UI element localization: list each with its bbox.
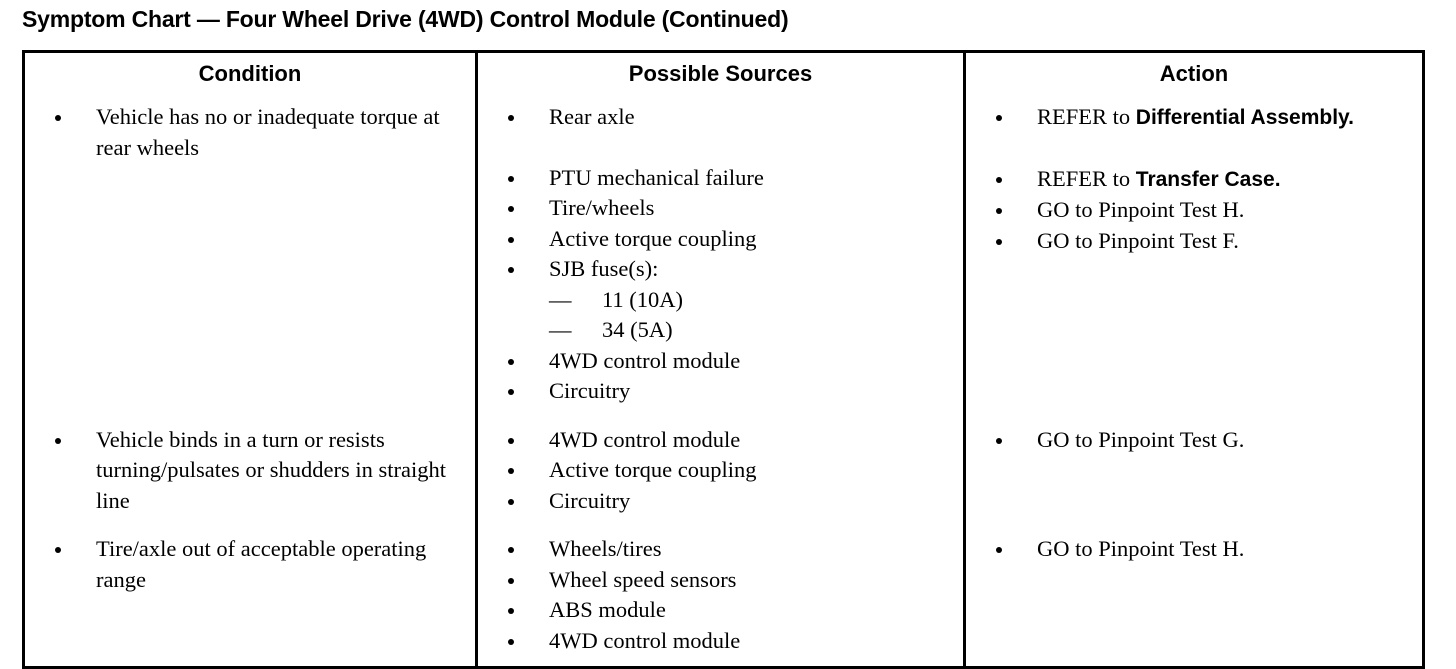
table-header: Condition Possible Sources Action xyxy=(24,51,1424,94)
cell-action: REFER to Differential Assembly.REFER to … xyxy=(963,94,1424,417)
action-item: GO to Pinpoint Test F. xyxy=(980,226,1412,257)
condition-list: Vehicle binds in a turn or resists turni… xyxy=(39,425,465,517)
symptom-chart-table: Condition Possible Sources Action Vehicl… xyxy=(22,50,1425,669)
cell-action: GO to Pinpoint Test G. xyxy=(963,416,1424,526)
fuse-subitem: 11 (10A) xyxy=(549,285,953,316)
fuse-subitem-list: 11 (10A)34 (5A) xyxy=(549,285,953,346)
source-item: Circuitry xyxy=(492,486,953,517)
condition-item: Vehicle binds in a turn or resists turni… xyxy=(39,425,465,517)
table-row: Vehicle has no or inadequate torque at r… xyxy=(24,94,1424,417)
table-body: Vehicle has no or inadequate torque at r… xyxy=(24,94,1424,668)
refer-lead-text: REFER to xyxy=(1037,165,1136,191)
source-item: PTU mechanical failure xyxy=(492,163,953,194)
condition-item: Vehicle has no or inadequate torque at r… xyxy=(39,102,465,163)
action-list: REFER to Differential Assembly.REFER to … xyxy=(980,102,1412,256)
header-row: Condition Possible Sources Action xyxy=(24,51,1424,94)
action-list: GO to Pinpoint Test G. xyxy=(980,425,1412,456)
condition-list: Vehicle has no or inadequate torque at r… xyxy=(39,102,465,163)
action-item: GO to Pinpoint Test G. xyxy=(980,425,1412,456)
action-item: REFER to Transfer Case. xyxy=(980,164,1412,196)
page-title: Symptom Chart — Four Wheel Drive (4WD) C… xyxy=(22,6,789,32)
cross-reference-link[interactable]: Differential Assembly. xyxy=(1135,106,1355,129)
fuse-subitem: 34 (5A) xyxy=(549,315,953,346)
action-list: GO to Pinpoint Test H. xyxy=(980,534,1412,565)
source-item: Active torque coupling xyxy=(492,224,953,255)
cell-condition: Tire/axle out of acceptable operating ra… xyxy=(24,526,477,668)
cell-condition: Vehicle binds in a turn or resists turni… xyxy=(24,417,477,527)
column-header-possible-sources: Possible Sources xyxy=(475,51,965,94)
source-item: Circuitry xyxy=(492,376,953,407)
condition-item: Tire/axle out of acceptable operating ra… xyxy=(39,534,465,595)
refer-lead-text: REFER to xyxy=(1037,104,1136,129)
action-item: GO to Pinpoint Test H. xyxy=(980,195,1412,226)
source-item: Tire/wheels xyxy=(492,193,953,224)
source-item: ABS module xyxy=(492,595,953,626)
source-item: 4WD control module xyxy=(492,425,953,456)
source-item: Active torque coupling xyxy=(492,455,953,486)
source-item: Wheels/tires xyxy=(492,534,953,565)
source-item: 4WD control module xyxy=(492,346,953,377)
source-item: 4WD control module xyxy=(492,626,953,657)
cross-reference-link[interactable]: Transfer Case. xyxy=(1135,167,1281,191)
cell-condition: Vehicle has no or inadequate torque at r… xyxy=(24,94,477,417)
cell-action: GO to Pinpoint Test H. xyxy=(963,526,1424,668)
action-item: GO to Pinpoint Test H. xyxy=(980,534,1412,565)
source-item: SJB fuse(s):11 (10A)34 (5A) xyxy=(492,254,953,346)
column-header-condition: Condition xyxy=(198,61,302,86)
condition-list: Tire/axle out of acceptable operating ra… xyxy=(39,534,465,595)
action-item: REFER to Differential Assembly. xyxy=(980,102,1412,134)
table-row: Tire/axle out of acceptable operating ra… xyxy=(24,526,1424,668)
source-item: Rear axle xyxy=(492,102,953,133)
source-item: Wheel speed sensors xyxy=(492,565,953,596)
table-row: Vehicle binds in a turn or resists turni… xyxy=(24,416,1424,527)
column-header-action: Action xyxy=(963,51,1424,94)
